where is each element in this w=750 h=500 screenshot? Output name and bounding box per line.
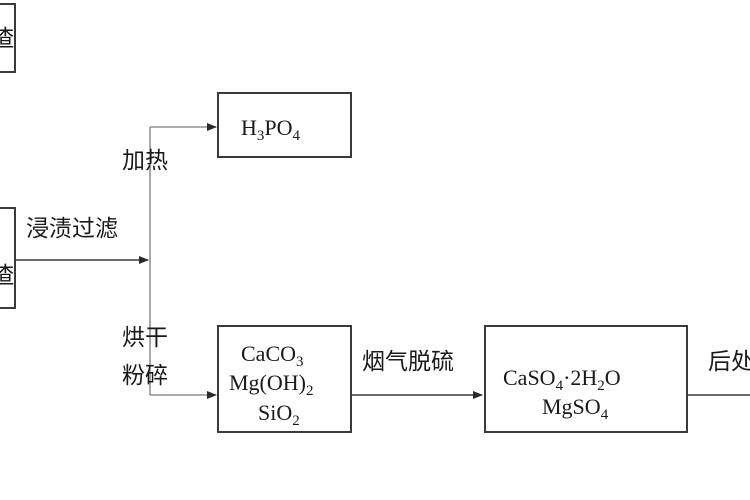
box-mid-left: 渣: [0, 207, 16, 309]
label-leach-filter: 浸渍过滤: [26, 216, 118, 242]
label-drying: 烘干: [122, 325, 168, 351]
box-h3po4: H3PO4: [217, 92, 352, 158]
box-top-left-text: 渣: [0, 26, 14, 52]
formula-sio2: SiO2: [258, 400, 300, 429]
formula-mgoh2: Mg(OH)2: [229, 370, 314, 399]
label-heating: 加热: [122, 148, 168, 174]
box-top-left: 渣: [0, 3, 16, 73]
box-minerals: CaCO3 Mg(OH)2 SiO2: [217, 325, 352, 433]
box-mid-left-text: 渣: [0, 263, 14, 289]
formula-mgso4: MgSO4: [542, 394, 609, 423]
h3po4-formula: H3PO4: [241, 115, 301, 144]
label-post-treatment: 后处: [708, 349, 750, 375]
formula-caco3: CaCO3: [241, 341, 304, 370]
label-flue-gas-desulfurization: 烟气脱硫: [362, 349, 454, 375]
box-sulfates: CaSO4·2H2O MgSO4: [484, 325, 688, 433]
label-grinding: 粉碎: [122, 363, 168, 389]
formula-caso4-2h2o: CaSO4·2H2O: [503, 365, 621, 394]
